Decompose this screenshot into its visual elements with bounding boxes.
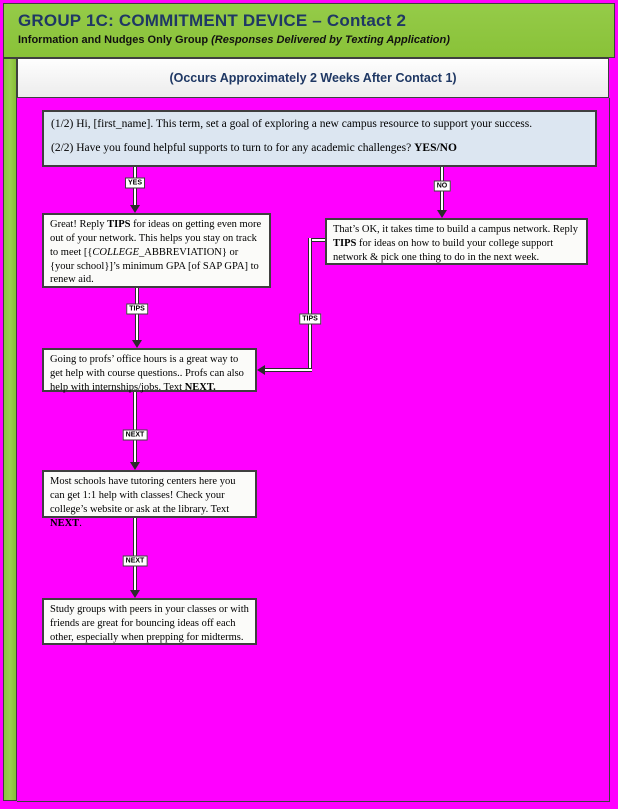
message-part-2-bold: YES/NO <box>414 142 457 155</box>
flow-box-tutoring: Most schools have tutoring centers here … <box>42 470 257 529</box>
flow-box-office-hours: Going to profs’ office hours is a great … <box>42 348 257 393</box>
study-groups-text: Study groups with peers in your classes … <box>50 604 249 643</box>
subtitle-italic: (Responses Delivered by Texting Applicat… <box>211 34 450 46</box>
page-title: GROUP 1C: COMMITMENT DEVICE – Contact 2 <box>18 11 407 30</box>
connector-tips-right-horizontal-bottom <box>264 368 312 372</box>
yes-reply-italic: COLLEGE <box>92 246 140 258</box>
yes-reply-keyword: TIPS <box>107 219 131 230</box>
yes-reply-text-1: Great! Reply <box>50 219 108 230</box>
flowchart-canvas: (1/2) Hi, [first_name]. This term, set a… <box>17 98 610 802</box>
no-reply-keyword: TIPS <box>333 237 357 249</box>
left-accent-stripe <box>3 58 17 801</box>
tutoring-text-1: Most schools have tutoring centers here … <box>50 476 236 515</box>
no-reply-text-1: That’s OK, it takes time to build a camp… <box>333 224 578 235</box>
timing-banner-text: (Occurs Approximately 2 Weeks After Cont… <box>169 71 457 85</box>
connector-tips-right-vertical <box>308 238 312 372</box>
connector-label-yes: YES <box>124 177 146 189</box>
office-hours-text: Going to profs’ office hours is a great … <box>50 354 244 393</box>
message-part-1: (1/2) Hi, [first_name]. This term, set a… <box>51 118 533 130</box>
flow-box-yes-reply: Great! Reply TIPS for ideas on getting e… <box>42 213 271 288</box>
connector-label-next2: NEXT <box>122 555 148 567</box>
connector-label-next1: NEXT <box>122 429 148 441</box>
connector-yes-arrowhead <box>130 205 140 213</box>
no-reply-text-2: for ideas on how to build your college s… <box>333 237 554 263</box>
office-hours-keyword: NEXT. <box>184 381 216 393</box>
connector-next1-line <box>133 392 137 463</box>
connector-label-tips-right: TIPS <box>299 313 321 325</box>
page-subtitle: Information and Nudges Only Group (Respo… <box>18 33 614 47</box>
connector-label-no: NO <box>433 180 451 192</box>
yes-reply-text-2: for ideas on getting even more out of yo… <box>50 219 262 258</box>
message-part-2-text: (2/2) Have you found helpful supports to… <box>51 142 415 155</box>
connector-label-tips-left: TIPS <box>126 303 148 315</box>
connector-tips-left-arrowhead <box>132 340 142 348</box>
subtitle-plain: Information and Nudges Only Group <box>18 34 212 46</box>
connector-no-arrowhead <box>437 210 447 218</box>
tutoring-keyword: NEXT <box>50 517 80 529</box>
connector-tips-left-line <box>135 288 139 341</box>
connector-next1-arrowhead <box>130 462 140 470</box>
header-banner: GROUP 1C: COMMITMENT DEVICE – Contact 2 … <box>3 3 615 58</box>
connector-tips-right-arrowhead <box>257 365 265 375</box>
connector-next2-arrowhead <box>130 590 140 598</box>
message-part-2: (2/2) Have you found helpful supports to… <box>51 141 588 156</box>
flow-box-study-groups: Study groups with peers in your classes … <box>42 598 257 645</box>
flow-box-initial-message: (1/2) Hi, [first_name]. This term, set a… <box>42 110 597 167</box>
timing-banner: (Occurs Approximately 2 Weeks After Cont… <box>17 58 609 98</box>
tutoring-text-2: . <box>79 517 82 529</box>
flow-box-no-reply: That’s OK, it takes time to build a camp… <box>325 218 588 265</box>
yes-reply-text-3: _ABBREVIATION} or {your school}]’s minim… <box>50 246 259 286</box>
connector-next2-line <box>133 518 137 591</box>
connector-tips-right-horizontal-top <box>308 238 325 242</box>
